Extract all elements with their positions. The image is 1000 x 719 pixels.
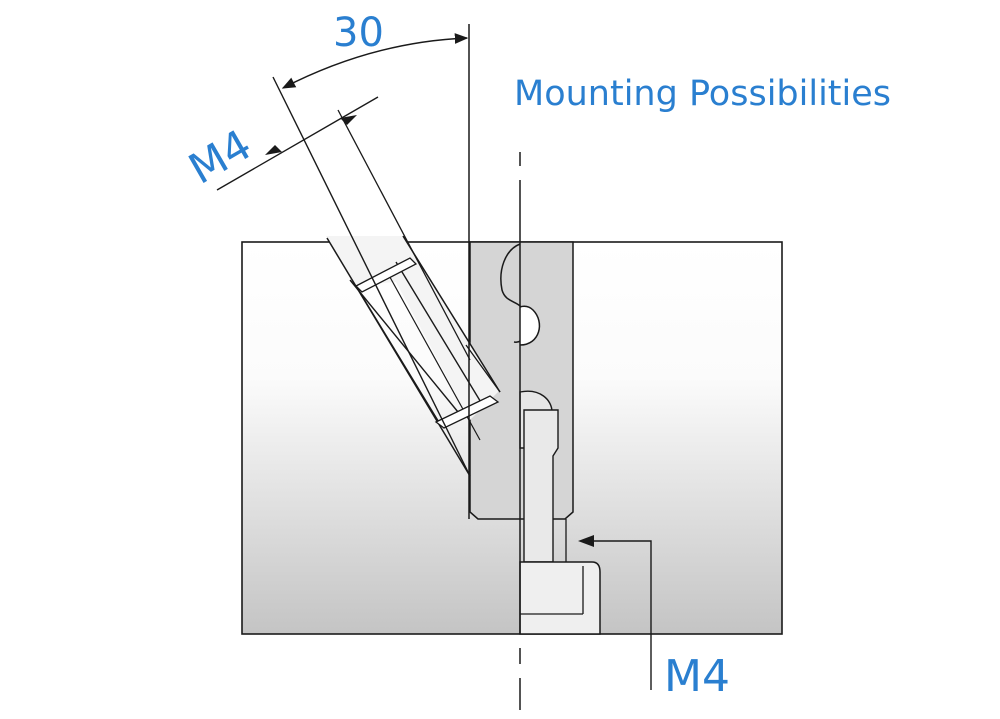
thread-dimension-arrow-right [340, 115, 357, 125]
vertical-thread-arrow [578, 535, 594, 547]
thread-dimension-line [216, 96, 379, 191]
vertical-screw-shank [523, 409, 559, 563]
profile-slot [519, 305, 541, 346]
thread-extension-line [337, 109, 471, 361]
vertical-screw-head [519, 561, 601, 635]
angled-screw [326, 235, 501, 477]
angled-thread-label: M4 [181, 120, 260, 194]
diagram-title: Mounting Possibilities [514, 74, 891, 114]
angle-dimension-arc [281, 33, 469, 89]
angle-extension-line [272, 76, 471, 477]
vertical-thread-leader [590, 540, 652, 690]
angle-label: 30 [333, 10, 384, 56]
thread-dimension-arrow-left [265, 145, 282, 155]
vertical-thread-label: M4 [664, 651, 730, 702]
